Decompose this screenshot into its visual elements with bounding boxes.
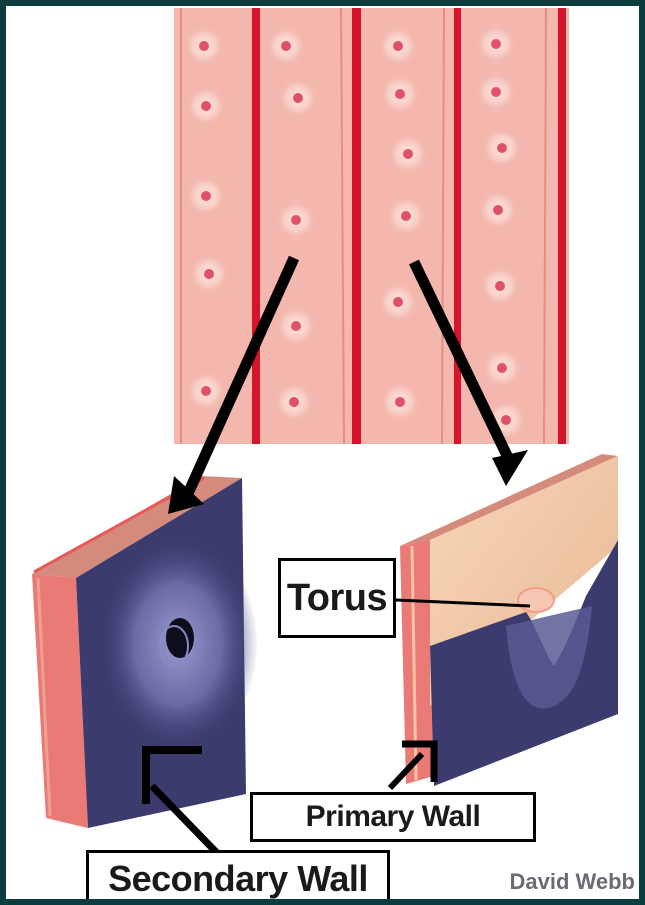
cell-wall-line [352,8,361,444]
primary-wall-label-text: Primary Wall [306,800,481,834]
tracheid-micrograph [174,8,569,444]
secondary-wall-label-text: Secondary Wall [108,858,368,899]
cell-wall-line [558,8,566,444]
torus [518,588,554,612]
author-credit: David Webb [509,869,635,895]
torus-label: Torus [278,558,396,638]
primary-wall-label: Primary Wall [250,792,536,842]
figure-frame: Torus Primary Wall Secondary Wall David … [6,6,639,899]
pit-aperture [166,618,194,658]
secondary-wall-label: Secondary Wall [86,850,390,899]
cell-wall-line [252,8,260,444]
torus-label-text: Torus [287,577,387,620]
section-view-block [400,454,618,786]
pit-diagram [6,6,639,899]
cell-wall-line [454,8,461,444]
